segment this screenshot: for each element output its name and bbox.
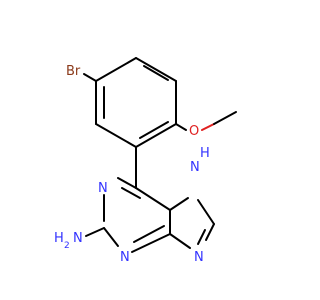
amine-bond (85, 227, 105, 237)
pyrimidine-ring (103, 177, 171, 253)
benzene-ring (95, 57, 177, 148)
atom-h-imid: H (200, 146, 210, 161)
atom-n-amine: N (73, 231, 83, 246)
atom-br: Br (66, 64, 81, 79)
atom-n-imid: N (194, 250, 204, 265)
atom-n-imid-h: N (190, 160, 200, 175)
atom-h-amine-sub: 2 (64, 241, 70, 251)
atom-h-amine: H (54, 231, 64, 246)
molecule-structure: Br O N N N H N H 2 N (54, 57, 237, 265)
atom-o: O (189, 124, 199, 139)
atom-n-ring3: N (120, 250, 130, 265)
atom-n-ring1: N (98, 181, 108, 196)
methoxy-group (175, 111, 237, 131)
br-bond (83, 73, 97, 82)
imidazole-ring (169, 197, 215, 249)
